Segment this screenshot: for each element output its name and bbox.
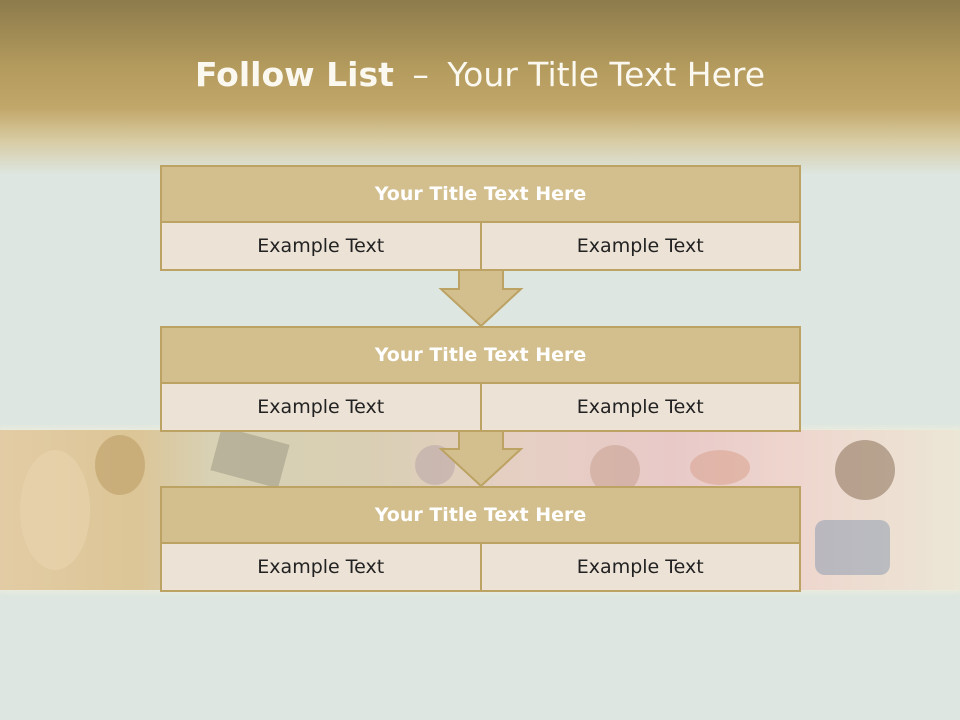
illustration-window	[210, 430, 290, 489]
illustration-figure	[690, 450, 750, 485]
title-rest: Your Title Text Here	[447, 55, 766, 94]
header-band	[0, 0, 960, 175]
step-block-1: Your Title Text Here Example Text Exampl…	[160, 165, 801, 271]
step-title: Your Title Text Here	[160, 326, 801, 384]
step-cell-right: Example Text	[481, 382, 801, 432]
step-title: Your Title Text Here	[160, 165, 801, 223]
step-row: Example Text Example Text	[160, 221, 801, 271]
illustration-figure	[20, 450, 90, 570]
title-bold: Follow List	[194, 55, 394, 94]
step-title: Your Title Text Here	[160, 486, 801, 544]
slide-title: Follow List – Your Title Text Here	[0, 55, 960, 94]
step-cell-right: Example Text	[481, 221, 801, 271]
title-separator: –	[412, 55, 429, 94]
step-row: Example Text Example Text	[160, 542, 801, 592]
step-cell-right: Example Text	[481, 542, 801, 592]
step-cell-left: Example Text	[160, 221, 482, 271]
step-row: Example Text Example Text	[160, 382, 801, 432]
illustration-figure	[95, 435, 145, 495]
down-arrow-icon	[438, 429, 524, 487]
down-arrow-icon	[438, 269, 524, 327]
step-block-2: Your Title Text Here Example Text Exampl…	[160, 326, 801, 432]
illustration-figure	[835, 440, 895, 500]
illustration-figure	[815, 520, 890, 575]
step-cell-left: Example Text	[160, 382, 482, 432]
step-cell-left: Example Text	[160, 542, 482, 592]
step-block-3: Your Title Text Here Example Text Exampl…	[160, 486, 801, 592]
